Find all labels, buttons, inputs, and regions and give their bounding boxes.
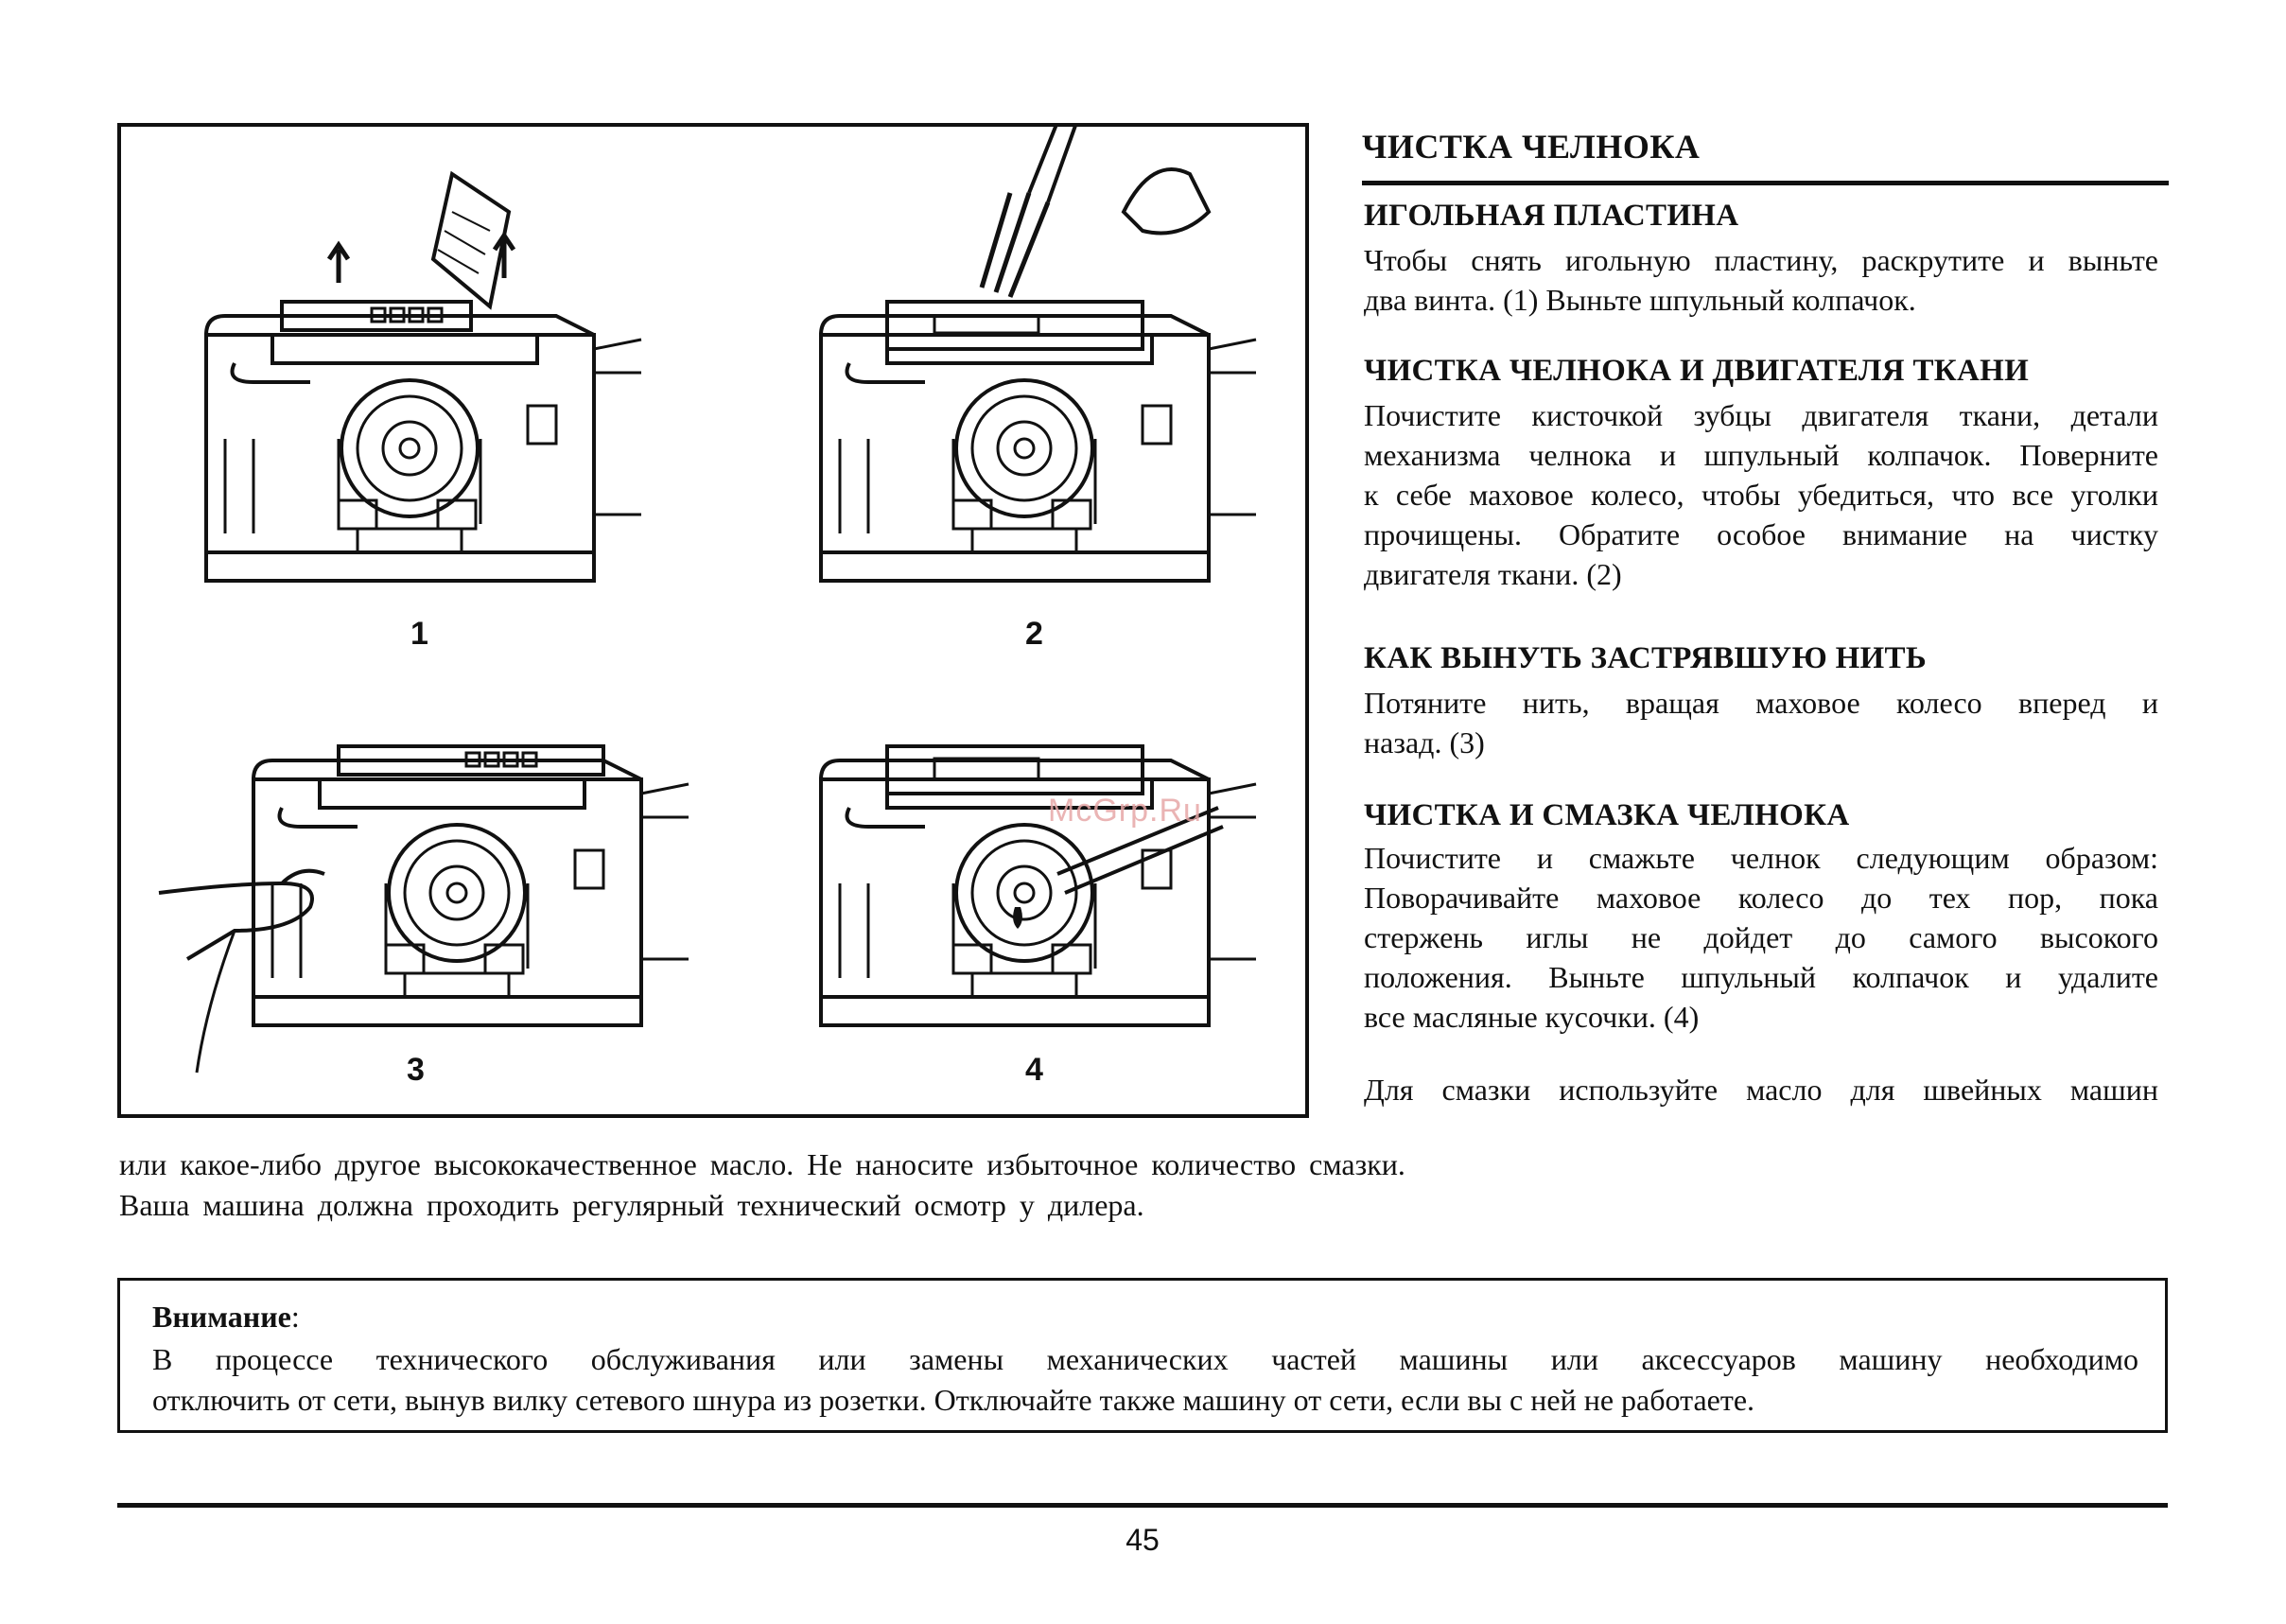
page-title: ЧИСТКА ЧЕЛНОКА bbox=[1362, 128, 1701, 166]
section-heading-cleaning-feed: ЧИСТКА ЧЕЛНОКА И ДВИГАТЕЛЯ ТКАНИ bbox=[1364, 354, 2030, 388]
text-line: В процессе технического обслуживания или… bbox=[152, 1342, 2138, 1376]
lubrication-note-continued: или какое-либо другое высококачественное… bbox=[119, 1144, 1627, 1226]
text-line: все масляные кусочки. (4) bbox=[1364, 1000, 1700, 1034]
figure-2-drawing bbox=[819, 127, 1258, 583]
figure-label-4: 4 bbox=[1025, 1052, 1043, 1088]
text-line: назад. (3) bbox=[1364, 725, 1485, 760]
figure-label-3: 3 bbox=[407, 1052, 425, 1088]
section-body-lubrication: Почистите и смажьте челнок следующим обр… bbox=[1364, 838, 2158, 1037]
text-line: двигателя ткани. (2) bbox=[1364, 557, 1622, 591]
text-line: два винта. (1) Выньте шпульный колпачок. bbox=[1364, 283, 1916, 317]
watermark: McGrp.Ru bbox=[1048, 793, 1202, 829]
text-line: стержень иглы не дойдет до самого высоко… bbox=[1364, 920, 2158, 954]
footer-rule bbox=[117, 1503, 2168, 1508]
warning-title-label: Внимание bbox=[152, 1300, 291, 1334]
text-line: прочищены. Обратите особое внимание на ч… bbox=[1364, 517, 2158, 551]
figure-label-1: 1 bbox=[410, 616, 428, 652]
section-body-needle-plate: Чтобы снять игольную пластину, раскрутит… bbox=[1364, 240, 2158, 320]
text-line: Почистите и смажьте челнок следующим обр… bbox=[1364, 841, 2158, 875]
section-body-stuck-thread: Потяните нить, вращая маховое колесо впе… bbox=[1364, 683, 2158, 762]
text-line: Потяните нить, вращая маховое колесо впе… bbox=[1364, 686, 2158, 720]
sewing-machine-illustrations bbox=[158, 127, 1258, 1074]
page-number: 45 bbox=[1126, 1523, 1160, 1557]
warning-title: Внимание: bbox=[152, 1300, 300, 1335]
figure-label-2: 2 bbox=[1025, 616, 1043, 652]
text-line: или какое-либо другое высококачественное… bbox=[119, 1147, 1405, 1181]
lubrication-note-line: Для смазки используйте масло для швейных… bbox=[1364, 1073, 2158, 1107]
section-body-cleaning-feed: Почистите кисточкой зубцы двигателя ткан… bbox=[1364, 395, 2158, 594]
text-line: положения. Выньте шпульный колпачок и уд… bbox=[1364, 960, 2158, 994]
title-underline bbox=[1362, 181, 2169, 185]
figure-3-drawing bbox=[158, 744, 690, 1074]
figure-1-drawing bbox=[204, 170, 643, 583]
section-heading-needle-plate: ИГОЛЬНАЯ ПЛАСТИНА bbox=[1364, 199, 1739, 233]
warning-title-colon: : bbox=[290, 1300, 300, 1334]
text-line: Поворачивайте маховое колесо до тех пор,… bbox=[1364, 881, 2158, 915]
illustration-panel: 1 2 3 4 bbox=[117, 123, 1309, 1118]
text-line: Почистите кисточкой зубцы двигателя ткан… bbox=[1364, 398, 2158, 432]
figure-4-drawing bbox=[819, 744, 1258, 1027]
text-line: Ваша машина должна проходить регулярный … bbox=[119, 1188, 1144, 1222]
warning-body: В процессе технического обслуживания или… bbox=[152, 1339, 2138, 1421]
section-heading-lubrication: ЧИСТКА И СМАЗКА ЧЕЛНОКА bbox=[1364, 798, 1850, 832]
warning-box: Внимание: В процессе технического обслуж… bbox=[117, 1278, 2168, 1433]
text-line: механизма челнока и шпульный колпачок. П… bbox=[1364, 438, 2158, 472]
text-line: отключить от сети, вынув вилку сетевого … bbox=[152, 1383, 1755, 1417]
section-heading-stuck-thread: КАК ВЫНУТЬ ЗАСТРЯВШУЮ НИТЬ bbox=[1364, 641, 1927, 675]
text-line: к себе маховое колесо, чтобы убедиться, … bbox=[1364, 478, 2158, 512]
text-line: Чтобы снять игольную пластину, раскрутит… bbox=[1364, 243, 2158, 277]
